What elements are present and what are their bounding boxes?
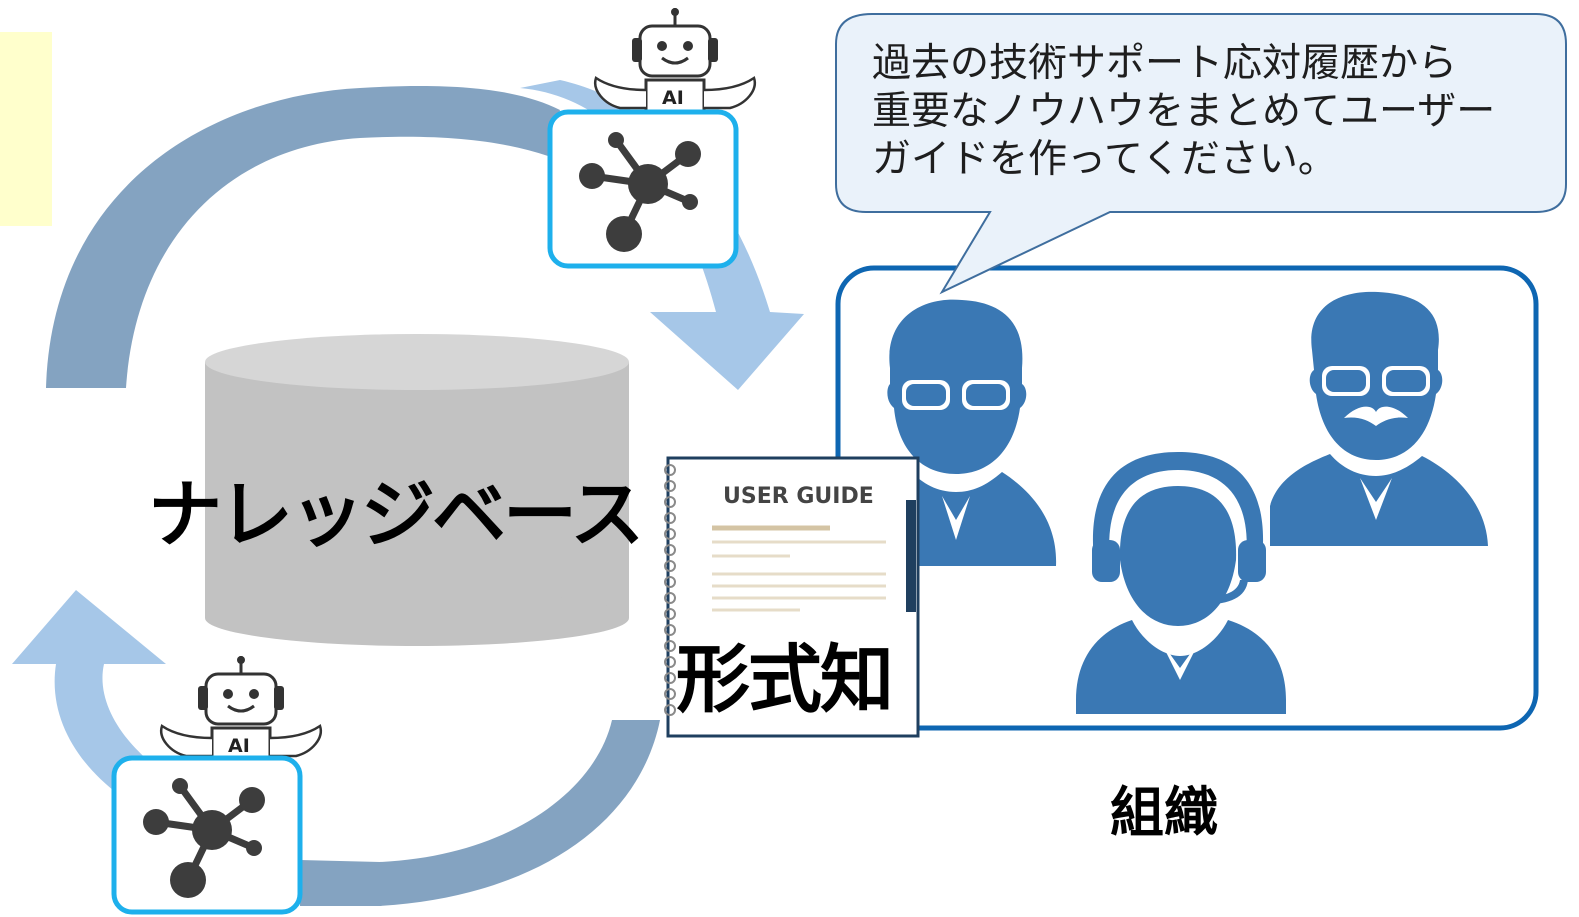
network-hub-icon bbox=[579, 132, 701, 252]
speech-bubble-text: 過去の技術サポート応対履歴から 重要なノウハウをまとめてユーザー ガイドを作って… bbox=[872, 41, 1496, 182]
robot-icon: AI bbox=[159, 656, 323, 764]
user-guide-notebook bbox=[664, 456, 920, 738]
person-mustache-icon bbox=[1270, 291, 1488, 546]
database-cylinder bbox=[205, 334, 629, 646]
ai-badge-bottom: AI bbox=[228, 735, 250, 757]
headset-operator-icon bbox=[1076, 452, 1286, 714]
network-hub-icon bbox=[143, 778, 265, 898]
explicit-knowledge-label: 形式知 bbox=[676, 637, 894, 723]
robot-icon: AI bbox=[593, 8, 757, 116]
organization-label: 組織 bbox=[1110, 781, 1218, 844]
cycle-arrow-upper-dark bbox=[46, 86, 560, 389]
knowledge-base-label: ナレッジベース bbox=[148, 472, 644, 558]
cycle-arrow-lower-dark bbox=[300, 720, 660, 906]
cycle-arrow-lower-light bbox=[12, 590, 166, 794]
ai-agent-bottom bbox=[111, 755, 303, 915]
ai-agent-top bbox=[547, 109, 739, 269]
speech-bubble bbox=[835, 13, 1567, 295]
user-guide-title: USER GUIDE bbox=[723, 484, 874, 509]
person-glasses-icon bbox=[868, 299, 1057, 566]
sticky-note bbox=[0, 32, 52, 226]
ai-badge-top: AI bbox=[662, 87, 684, 109]
cycle-arrow-upper-light bbox=[520, 80, 804, 390]
